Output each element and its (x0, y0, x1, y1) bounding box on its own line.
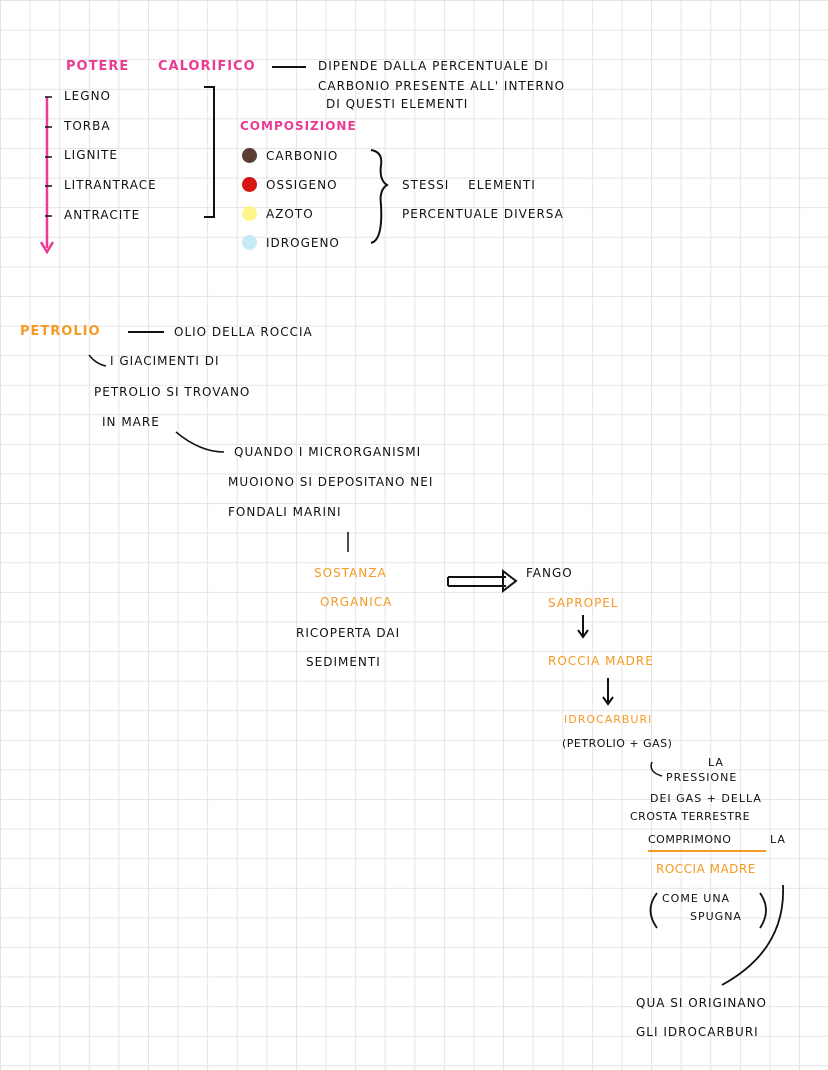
pressione-line-4: crosta terrestre (630, 810, 751, 823)
heading-calorifico: calorifico (158, 59, 256, 74)
spugna-line-1: come una (662, 892, 731, 905)
spugna-line-2: spugna (690, 910, 742, 923)
element-label: carbonio (266, 149, 339, 163)
petrolio-definition: olio della roccia (174, 325, 313, 339)
ricoperta-line-1: ricoperta dai (296, 626, 401, 640)
comprimono-label: comprimono (648, 833, 732, 846)
note-percentuale-diversa: percentuale diversa (402, 207, 564, 221)
fuel-item: legno (64, 89, 111, 103)
quando-line-1: quando i microrganismi (234, 445, 422, 459)
element-color-dot (242, 206, 257, 221)
fuel-item: litrantrace (64, 178, 157, 192)
pressione-line-2: pressione (666, 771, 738, 784)
fuel-item: torba (64, 119, 111, 133)
fuel-item: lignite (64, 148, 118, 162)
petrolio-gas-label: (petrolio + gas) (562, 737, 673, 750)
dipende-line-2: carbonio presente all' interno (318, 79, 566, 93)
note-stessi-elementi: stessi elementi (402, 178, 536, 192)
element-color-dot (242, 148, 257, 163)
roccia-madre-label: Roccia madre (548, 654, 654, 668)
heading-potere: Potere (66, 59, 130, 74)
composizione-title: composizione (240, 119, 357, 133)
dipende-line-1: dipende dalla percentuale di (318, 59, 549, 73)
quando-line-2: muoiono si depositano nei (228, 475, 434, 489)
element-label: ossigeno (266, 178, 338, 192)
giacimenti-line-3: in mare (102, 415, 160, 429)
fango-label: Fango (526, 566, 573, 580)
sapropel-label: sapropel (548, 596, 619, 610)
sostanza-line-1: sostanza (314, 566, 387, 580)
element-label: idrogeno (266, 236, 340, 250)
element-color-dot (242, 235, 257, 250)
element-label: azoto (266, 207, 314, 221)
origine-line-1: qua si originano (636, 996, 767, 1010)
sostanza-line-2: organica (320, 595, 393, 609)
roccia-madre-label-2: Roccia madre (656, 862, 756, 876)
petrolio-title: Petrolio (20, 324, 101, 339)
quando-line-3: fondali marini (228, 505, 342, 519)
pressione-line-3: dei gas + della (650, 792, 762, 805)
origine-line-2: gli idrocarburi (636, 1025, 759, 1039)
dipende-line-3: di questi elementi (326, 97, 469, 111)
giacimenti-line-1: I giacimenti di (110, 354, 220, 368)
pressione-line-1: la (708, 756, 724, 769)
fuel-item: antracite (64, 208, 141, 222)
la-label: la (770, 833, 786, 846)
ricoperta-line-2: sedimenti (306, 655, 381, 669)
giacimenti-line-2: petrolio si trovano (94, 385, 251, 399)
element-color-dot (242, 177, 257, 192)
idrocarburi-label: idrocarburi (564, 713, 653, 726)
